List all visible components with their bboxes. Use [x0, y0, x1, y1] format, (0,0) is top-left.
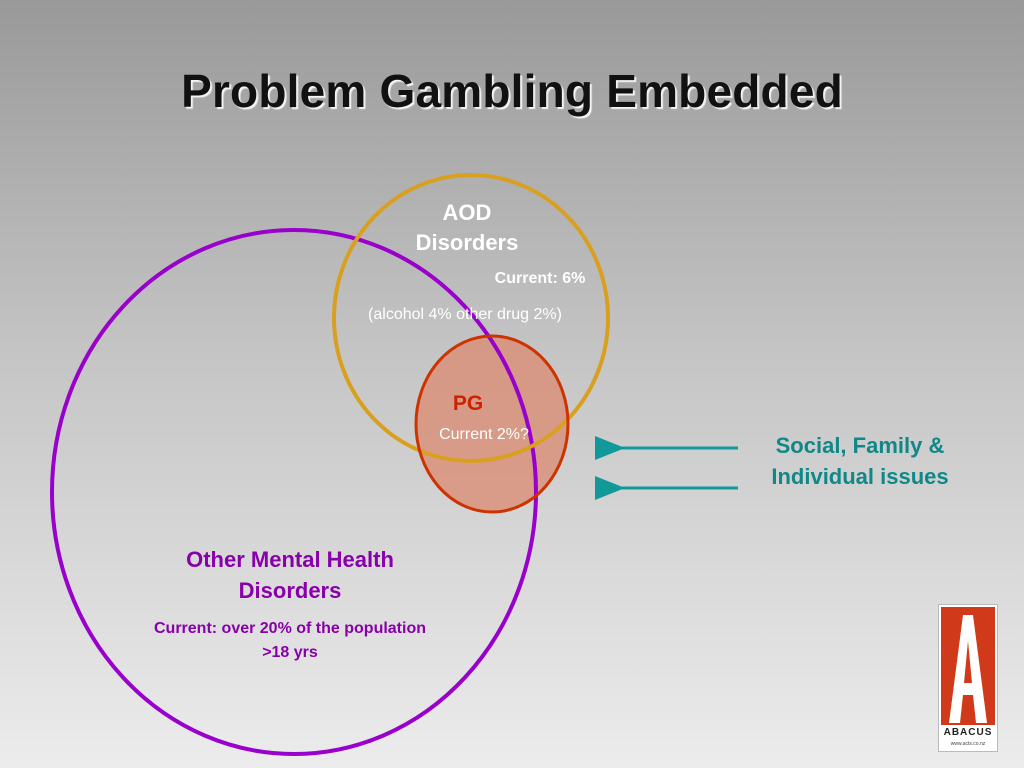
mental-health-circle [50, 228, 538, 756]
aod-circle [332, 173, 610, 463]
social-issues-label: Social, Family & Individual issues [771, 433, 949, 489]
logo-url: www.acts.co.nz [950, 741, 986, 747]
slide-title: Problem Gambling Embedded [181, 65, 843, 117]
abacus-logo-mark [941, 607, 995, 725]
mental-health-title: Other Mental Health Disorders [186, 547, 394, 603]
pg-title: PG [452, 392, 484, 415]
aod-breakdown: (alcohol 4% other drug 2%) [368, 306, 562, 323]
mental-health-current: Current: over 20% of the population >18 … [153, 620, 426, 661]
aod-title: AOD Disorders [415, 200, 519, 255]
pg-current: Current 2%? [439, 426, 529, 443]
pg-circle [414, 334, 570, 514]
aod-current: Current: 6% [494, 270, 586, 287]
logo-name: ABACUS [943, 727, 993, 738]
abacus-logo: ABACUS www.acts.co.nz [938, 604, 998, 752]
pg-circle-fill [416, 336, 568, 512]
